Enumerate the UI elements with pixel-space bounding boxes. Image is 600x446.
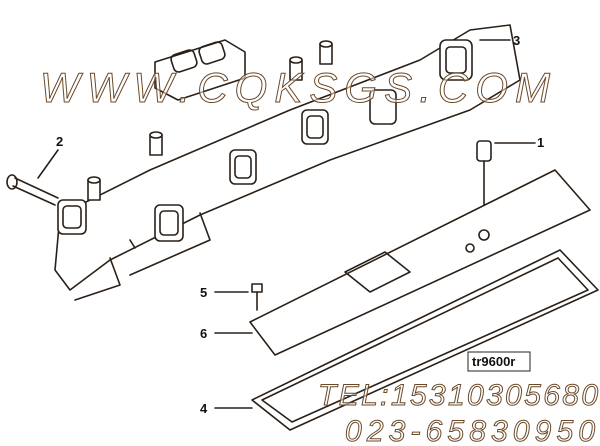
callout-6: 6	[200, 326, 207, 341]
leader-lines	[37, 39, 536, 409]
gasket	[251, 249, 599, 431]
screw	[251, 283, 263, 311]
exhaust-manifold	[54, 24, 521, 301]
callout-4: 4	[200, 401, 208, 416]
watermark-phone: 023-65830950	[345, 415, 595, 446]
callout-5: 5	[200, 285, 207, 300]
watermark-website: WWW.CQKSGS.COM	[40, 64, 550, 111]
bolt	[6, 174, 59, 206]
cover-plate	[249, 169, 591, 356]
watermark-tel: TEL:15310305680	[318, 379, 598, 412]
callout-1: 1	[537, 135, 544, 150]
figure-code: tr9600r	[472, 354, 515, 369]
callout-2: 2	[56, 134, 63, 149]
callout-3: 3	[513, 33, 520, 48]
